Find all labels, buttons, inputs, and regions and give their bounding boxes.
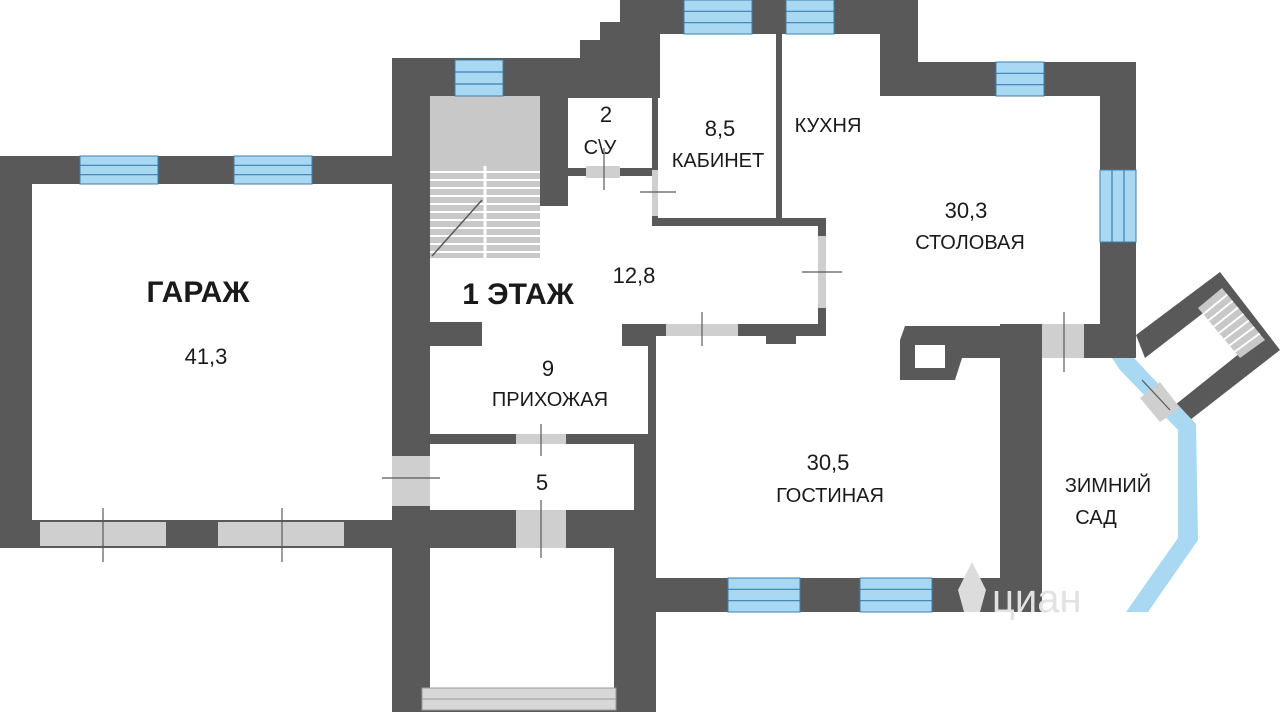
top-wall-stairs: [392, 58, 660, 98]
window-dining-top: [995, 61, 1045, 97]
stairs-landing: [430, 96, 540, 166]
garage-area: 41,3: [185, 344, 228, 369]
wc-name: С\У: [584, 137, 617, 159]
vestibule-area: 5: [536, 470, 548, 495]
winter-garden-glazing: [1112, 358, 1198, 612]
garage-wall-left: [0, 156, 32, 548]
garden-stair-frame: [1136, 272, 1280, 420]
winter-garden-name-1: ЗИМНИЙ: [1065, 473, 1151, 497]
entrance-name: ПРИХОЖАЯ: [492, 389, 608, 411]
entrance-area: 9: [542, 356, 554, 381]
garden-stair-tread: [1207, 300, 1234, 322]
dining-name: СТОЛОВАЯ: [915, 232, 1025, 254]
window-kitchen: [785, 0, 835, 35]
living-niche-wall: [900, 326, 1000, 380]
window-office: [683, 0, 753, 35]
room-labels: ГАРАЖ 41,3 2 С\У 8,5 КАБИНЕТ КУХНЯ 30,3 …: [147, 102, 1152, 529]
stairs-wall-right: [540, 96, 568, 206]
living-wall-left: [648, 336, 656, 516]
door-office: [652, 170, 658, 216]
watermark-text: циан: [992, 577, 1082, 621]
watermark-logo: циан: [958, 562, 1082, 621]
windows: [79, 0, 1137, 613]
wc-wall-right: [652, 34, 658, 220]
hall-stub-2: [766, 330, 796, 344]
dining-area: 30,3: [945, 198, 988, 223]
main-stairs: [430, 96, 540, 258]
door-wc: [586, 166, 620, 178]
window-dining-right: [1099, 169, 1137, 243]
garden-stair-tread: [1223, 319, 1250, 341]
stairs-arrow-line: [431, 199, 483, 257]
garden-stair-tread: [1213, 306, 1239, 328]
door-marks: [102, 148, 1171, 562]
garden-stair-tread: [1202, 293, 1229, 316]
top-wall-office: [620, 0, 918, 34]
door-winter-garden: [1042, 324, 1084, 358]
door-garden-stairs: [1140, 382, 1180, 422]
office-wall-bottom: [652, 218, 826, 226]
central-left-wall: [392, 60, 430, 712]
garden-stair-tread: [1228, 326, 1255, 347]
vestibule-wall-right: [634, 434, 656, 514]
garage-gate-2: [218, 522, 344, 546]
office-wall-right: [776, 34, 782, 224]
floor-label: 1 ЭТАЖ: [462, 278, 574, 311]
garage-wall-top: [0, 156, 398, 184]
window-garage-1: [79, 155, 159, 185]
window-living-1: [727, 577, 801, 613]
kitchen-name: КУХНЯ: [795, 115, 862, 137]
living-name: ГОСТИНАЯ: [776, 485, 884, 507]
office-area: 8,5: [705, 116, 736, 141]
garden-stair-tread: [1234, 332, 1261, 353]
garden-stairs-treads: [1202, 293, 1261, 353]
garden-stairs: [1198, 288, 1265, 358]
garage-name: ГАРАЖ: [147, 276, 251, 309]
watermark-house-icon: [958, 562, 986, 612]
hall-pillar: [622, 324, 652, 346]
door-garage: [392, 456, 430, 506]
hall-area: 12,8: [613, 263, 656, 288]
living-area: 30,5: [807, 450, 850, 475]
living-wall-right: [1000, 330, 1042, 612]
window-garage-2: [233, 155, 313, 185]
window-stairs: [454, 59, 504, 97]
garden-stair-tread: [1218, 313, 1245, 334]
wc-area: 2: [600, 102, 612, 127]
office-name: КАБИНЕТ: [672, 150, 765, 172]
winter-garden-name-2: САД: [1075, 507, 1117, 529]
window-living-2: [859, 577, 933, 613]
hall-wall-stub: [430, 322, 482, 346]
